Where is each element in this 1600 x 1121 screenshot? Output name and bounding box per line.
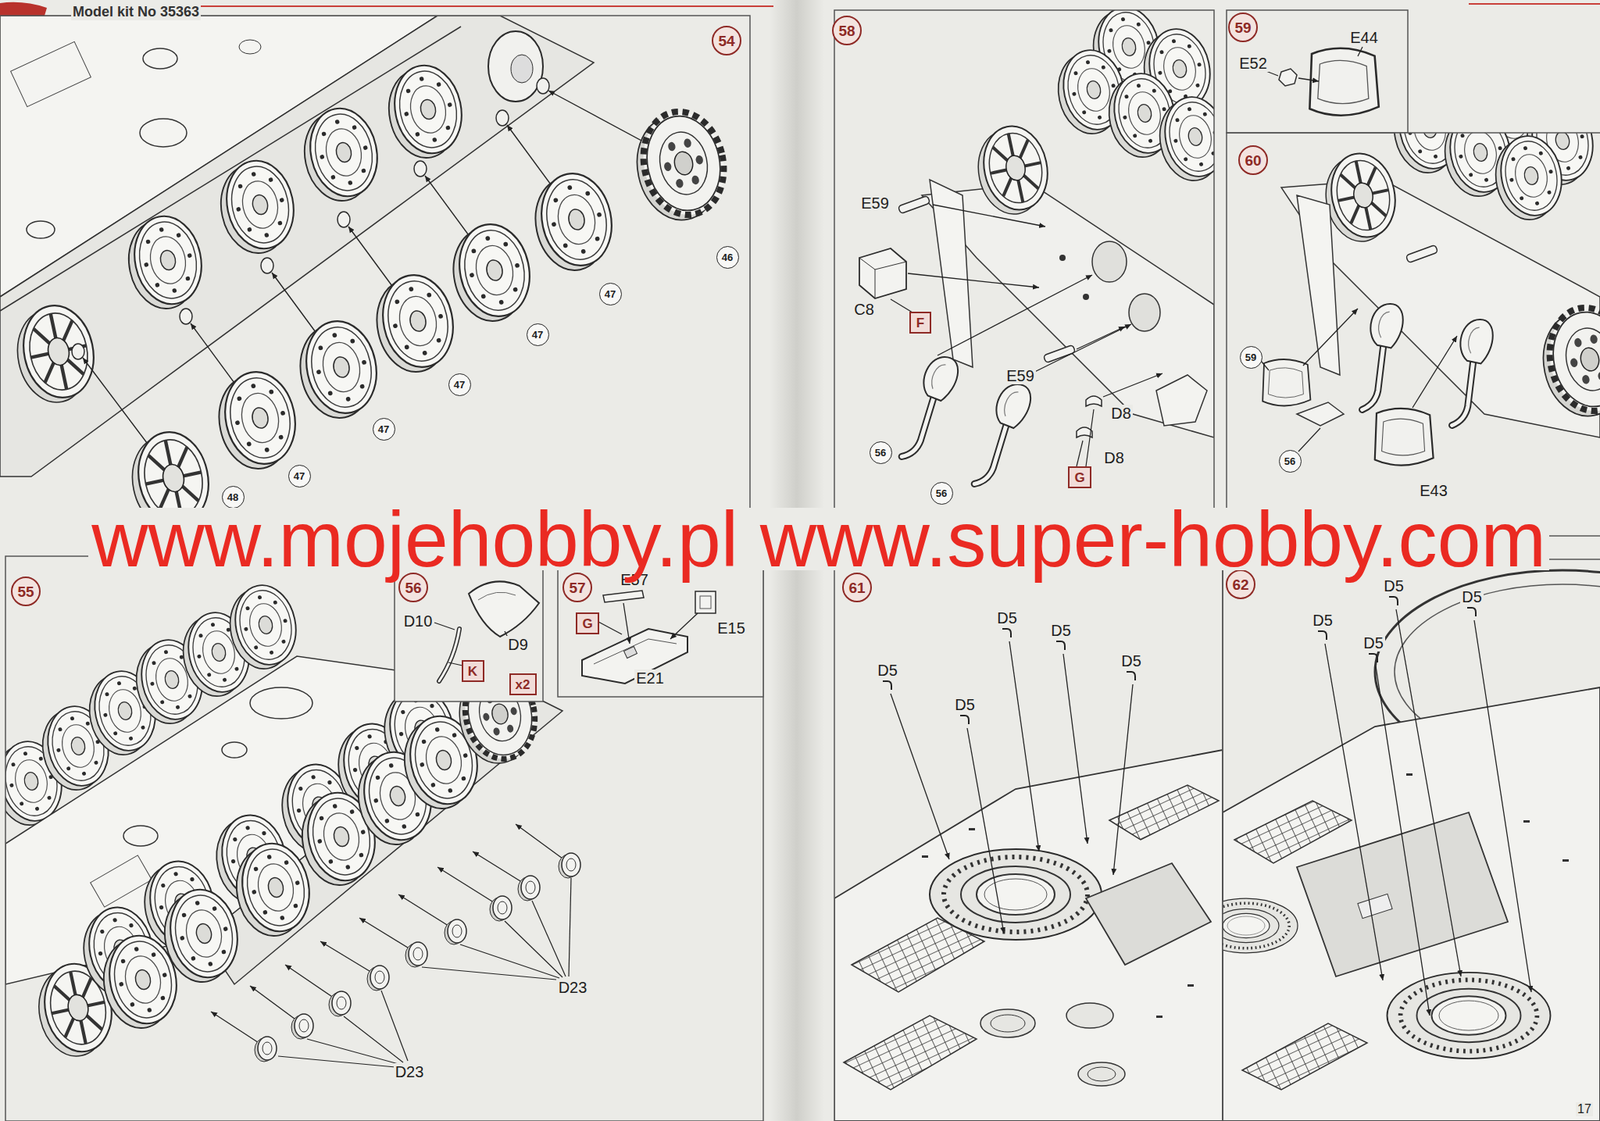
part-label: E15 xyxy=(715,619,747,637)
callout-number: 56 xyxy=(930,482,954,505)
part-label: D5 xyxy=(995,609,1019,627)
part-label: D5 xyxy=(1361,634,1386,652)
reference-box-text: G xyxy=(1074,471,1085,485)
step-number: 62 xyxy=(1225,569,1256,600)
part-label: D5 xyxy=(1460,588,1484,606)
reference-box: G xyxy=(1067,466,1092,489)
part-label: D5 xyxy=(1119,652,1143,670)
callout-number-text: 47 xyxy=(378,424,390,435)
step-number-text: 61 xyxy=(848,580,865,596)
step-number: 54 xyxy=(711,25,742,56)
callout-number: 46 xyxy=(716,246,740,269)
callout-number-text: 47 xyxy=(604,289,616,300)
callout-number: 47 xyxy=(526,323,550,347)
callout-number-text: 47 xyxy=(532,329,543,340)
page-number: 17 xyxy=(1575,1102,1593,1117)
part-label: D5 xyxy=(1382,577,1406,595)
callout-number: 47 xyxy=(599,282,622,306)
reference-box-text: K xyxy=(467,664,478,679)
callout-number-text: 47 xyxy=(293,471,305,482)
part-label: E43 xyxy=(1417,482,1450,500)
part-label: E57 xyxy=(618,571,650,589)
callout-number-text: 46 xyxy=(721,252,733,263)
step-number: 57 xyxy=(562,572,593,603)
part-label: D5 xyxy=(953,696,977,714)
callout-number: 47 xyxy=(448,373,472,397)
step-number: 60 xyxy=(1238,145,1268,175)
step-number-text: 57 xyxy=(568,580,586,596)
reference-box-text: G xyxy=(582,617,593,631)
step-number: 58 xyxy=(832,15,862,46)
callout-number: 56 xyxy=(1278,450,1302,473)
step-number-text: 62 xyxy=(1232,577,1249,593)
part-label: D23 xyxy=(557,978,590,997)
callout-number: 48 xyxy=(221,485,245,509)
callout-number-text: 56 xyxy=(1284,456,1296,467)
part-label: E44 xyxy=(1348,28,1380,47)
step-61-leaders xyxy=(882,628,1136,934)
part-label: D8 xyxy=(1109,404,1133,422)
step-number-text: 56 xyxy=(404,580,422,596)
part-label: C8 xyxy=(852,300,876,318)
step-56-drawing xyxy=(434,581,540,682)
callout-number: 47 xyxy=(372,417,396,441)
part-label: E59 xyxy=(859,194,891,212)
step-number: 59 xyxy=(1228,12,1258,43)
reference-box: G xyxy=(575,612,600,635)
callout-number-text: 48 xyxy=(227,492,239,503)
step-58-drawing xyxy=(859,10,1215,493)
part-label: D9 xyxy=(506,635,530,654)
step-number: 56 xyxy=(398,572,429,603)
step-number-text: 60 xyxy=(1244,153,1261,168)
step-number: 55 xyxy=(10,576,41,607)
part-label: D5 xyxy=(1049,621,1073,640)
reference-box: K xyxy=(461,660,485,683)
callout-number-text: 56 xyxy=(935,488,947,499)
reference-box: x2 xyxy=(509,673,537,696)
step-number-text: 59 xyxy=(1234,20,1251,36)
watermark: www.mojehobby.pl www.super-hobby.com xyxy=(88,507,1550,571)
part-label: E59 xyxy=(1004,367,1036,385)
part-label: D5 xyxy=(875,661,900,679)
step-59-drawing xyxy=(1264,46,1379,116)
part-label: D5 xyxy=(1310,611,1335,629)
callout-number: 59 xyxy=(1239,346,1263,369)
step-62-leaders xyxy=(1317,596,1532,1016)
part-label: D8 xyxy=(1102,449,1126,467)
part-label: D10 xyxy=(402,612,435,630)
reference-box-text: x2 xyxy=(515,678,531,692)
callout-number-text: 47 xyxy=(453,379,465,390)
callout-number: 56 xyxy=(869,441,893,465)
part-label: E21 xyxy=(634,669,666,687)
step-62-drawing xyxy=(1222,570,1600,1121)
callout-number: 47 xyxy=(288,464,311,488)
header-text: Model kit No 35363 xyxy=(71,4,201,21)
reference-box: F xyxy=(909,311,932,334)
step-number-text: 55 xyxy=(17,584,34,600)
step-number-text: 54 xyxy=(717,33,735,49)
step-60-drawing xyxy=(1260,132,1600,466)
step-61-drawing xyxy=(834,750,1223,1121)
callout-number-text: 59 xyxy=(1245,352,1257,363)
reference-box-text: F xyxy=(916,316,925,330)
callout-number-text: 56 xyxy=(875,447,886,458)
step-number-text: 58 xyxy=(838,23,855,39)
step-54-drawing xyxy=(0,15,734,536)
part-label: E52 xyxy=(1237,54,1269,72)
step-number: 61 xyxy=(842,572,872,603)
part-label: D23 xyxy=(393,1063,426,1081)
